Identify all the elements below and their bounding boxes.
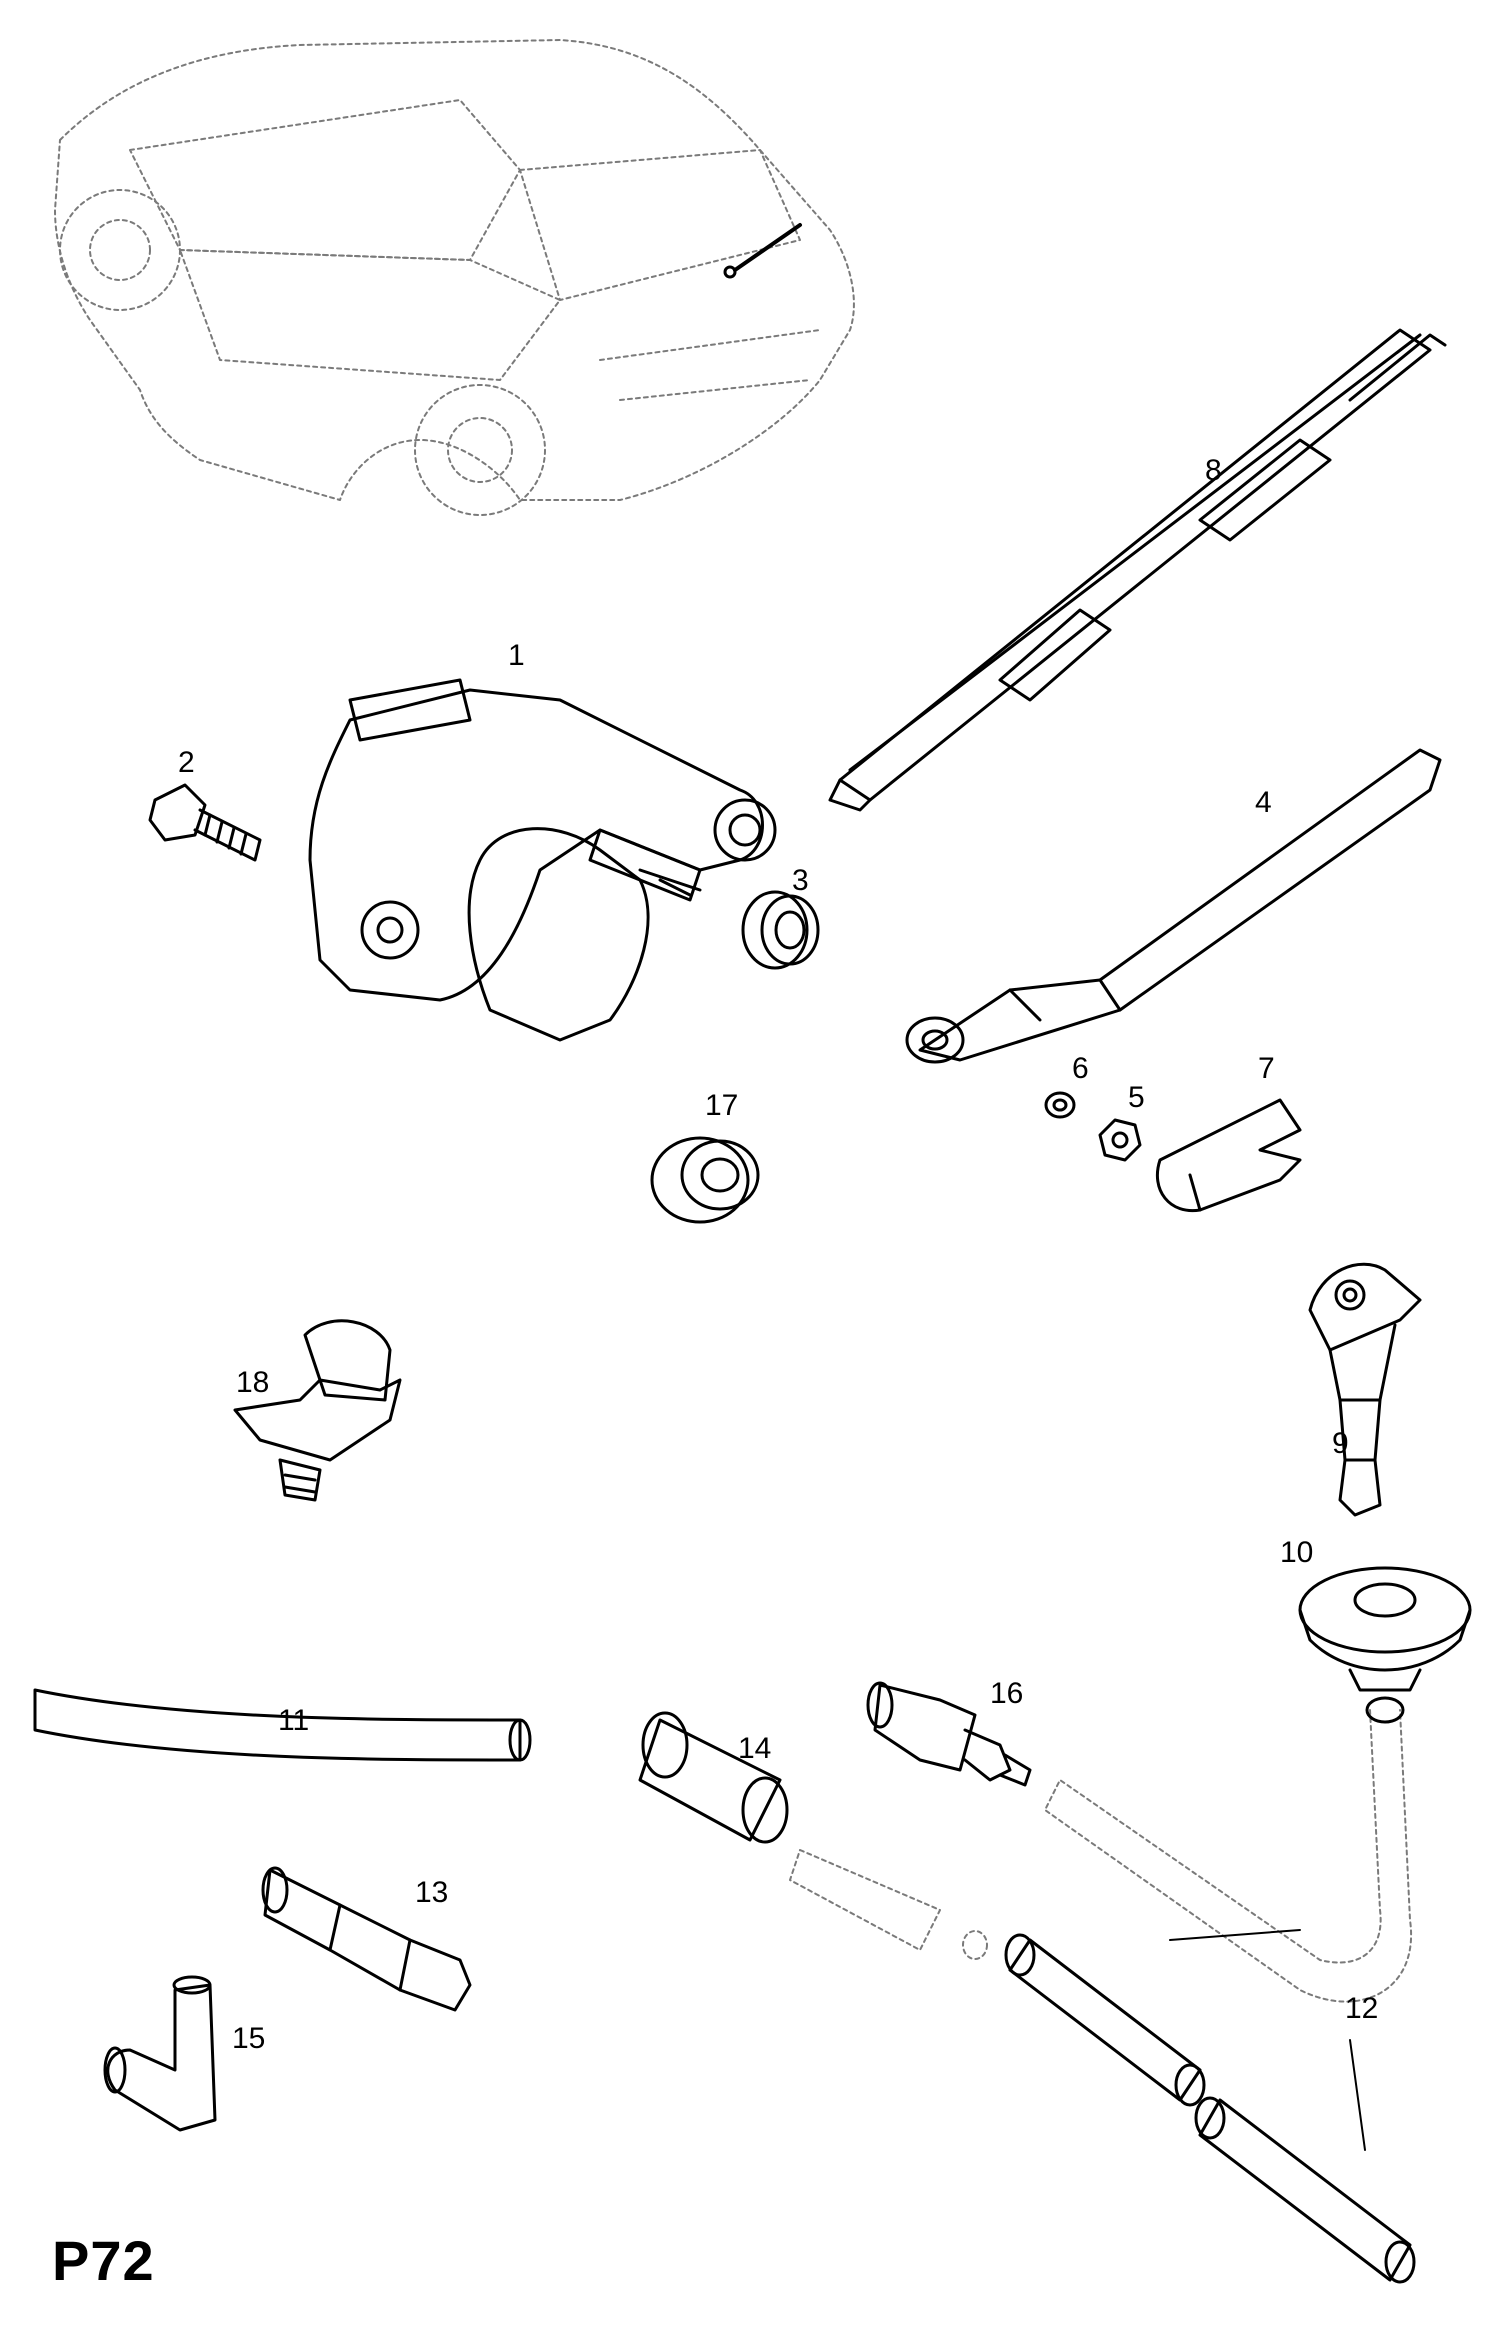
label-part-18: 18 — [236, 1366, 269, 1399]
label-part-3: 3 — [792, 864, 809, 897]
hose-route-dotted — [789, 1709, 1413, 2003]
part-14-sleeve — [638, 1711, 789, 1844]
label-part-2: 2 — [178, 746, 195, 779]
part-6-washer — [1044, 1091, 1076, 1119]
rear-wiper-on-car — [733, 223, 802, 272]
page-code: P72 — [52, 2229, 155, 2292]
part-2-bolt — [148, 783, 262, 862]
label-part-9: 9 — [1332, 1427, 1349, 1460]
label-part-15: 15 — [232, 2022, 265, 2055]
part-12-hose-pieces — [1004, 1933, 1416, 2284]
label-part-13: 13 — [415, 1876, 448, 1909]
leader-lines — [1169, 1929, 1366, 2151]
label-part-6: 6 — [1072, 1052, 1089, 1085]
label-part-8: 8 — [1205, 454, 1222, 487]
label-part-10: 10 — [1280, 1536, 1313, 1569]
part-18-clip — [233, 1319, 402, 1502]
label-part-5: 5 — [1128, 1081, 1145, 1114]
label-part-16: 16 — [990, 1677, 1023, 1710]
part-8-wiper-blade — [828, 328, 1447, 812]
label-part-7: 7 — [1258, 1052, 1275, 1085]
part-3-grommet — [741, 890, 820, 970]
rear-wiper-pivot-on-car — [723, 265, 737, 279]
label-part-17: 17 — [705, 1089, 738, 1122]
part-10-grommet — [1298, 1566, 1472, 1692]
part-11-hose — [33, 1688, 532, 1762]
label-part-4: 4 — [1255, 786, 1272, 819]
hose-end — [1365, 1696, 1405, 1724]
part-13-connector — [261, 1866, 472, 2012]
part-17-grommet — [650, 1136, 760, 1224]
part-5-nut — [1098, 1118, 1142, 1162]
car-outline — [54, 39, 855, 516]
label-part-12: 12 — [1345, 1992, 1378, 2025]
label-part-14: 14 — [738, 1732, 771, 1765]
part-16-connector — [866, 1681, 1032, 1787]
part-1-wiper-motor — [308, 678, 777, 1042]
label-part-1: 1 — [508, 639, 525, 672]
part-9-washer-jet — [1308, 1262, 1422, 1517]
part-4-wiper-arm — [905, 748, 1442, 1064]
label-part-11: 11 — [278, 1704, 309, 1737]
part-15-elbow — [103, 1975, 217, 2132]
part-7-cap — [1155, 1098, 1302, 1213]
